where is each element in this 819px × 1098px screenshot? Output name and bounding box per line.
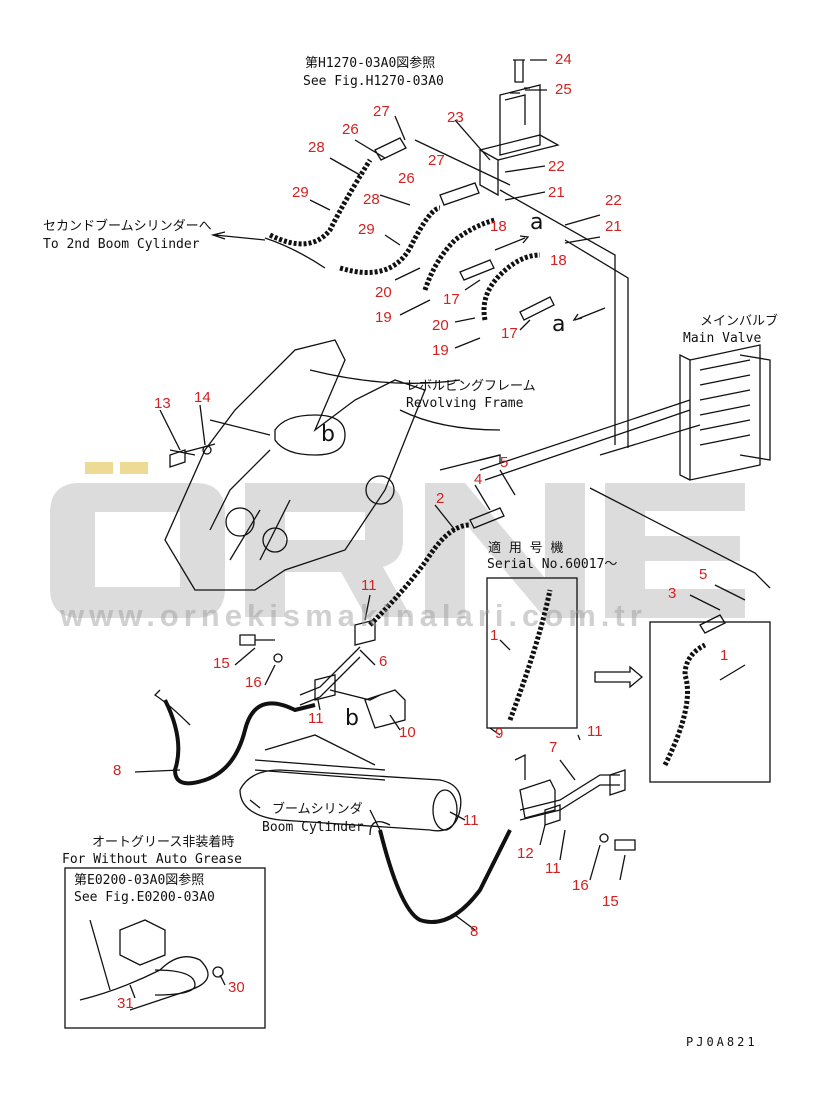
part-number-7: 7 (549, 739, 558, 756)
drawing-code: PJ0A821 (686, 1035, 758, 1049)
part-number-23: 23 (447, 109, 464, 126)
part-number-14: 14 (194, 389, 211, 406)
part-number-12: 12 (517, 845, 534, 862)
second-boom-label-en: To 2nd Boom Cylinder (43, 237, 200, 252)
part-number-17: 17 (501, 325, 518, 342)
arrow-letter-a-top: a (530, 210, 544, 235)
watermark-letters (50, 462, 745, 618)
ref-h1270-jp: 第H1270-03A0図参照 (305, 56, 436, 71)
serial-label-jp: 適 用 号 機 (488, 541, 564, 556)
part-number-26: 26 (342, 121, 359, 138)
part-number-26: 26 (398, 170, 415, 187)
part-number-19: 19 (375, 309, 392, 326)
part-number-24: 24 (555, 51, 572, 68)
part-number-22: 22 (548, 158, 565, 175)
part-number-22: 22 (605, 192, 622, 209)
part-number-11: 11 (545, 860, 561, 877)
arrow-letter-a-bottom: a (552, 312, 566, 337)
part-number-2: 2 (436, 490, 445, 507)
part-number-1: 1 (490, 627, 499, 644)
part-number-19: 19 (432, 342, 449, 359)
ref-e0200-en: See Fig.E0200-03A0 (74, 890, 215, 905)
ref-h1270-en: See Fig.H1270-03A0 (303, 74, 444, 89)
revolving-frame-label-jp: レボルビングフレーム (406, 379, 536, 394)
part-number-8: 8 (113, 762, 122, 779)
part-number-10: 10 (399, 724, 416, 741)
part-number-27: 27 (428, 152, 445, 169)
auto-grease-label-jp: オートグリース非装着時 (92, 835, 235, 850)
drawing-lines (64, 59, 771, 1029)
part-number-11: 11 (308, 710, 324, 727)
part-number-9: 9 (495, 725, 504, 742)
serial-label-en: Serial No.60017～ (487, 557, 618, 572)
part-number-20: 20 (432, 317, 449, 334)
part-number-20: 20 (375, 284, 392, 301)
part-number-11: 11 (361, 577, 377, 594)
part-number-3: 3 (668, 585, 677, 602)
second-boom-label-jp: セカンドブームシリンダーへ (43, 219, 212, 234)
part-number-18: 18 (490, 218, 507, 235)
part-number-18: 18 (550, 252, 567, 269)
part-number-21: 21 (548, 184, 565, 201)
part-number-28: 28 (308, 139, 325, 156)
auto-grease-label-en: For Without Auto Grease (62, 852, 243, 867)
main-valve-label-en: Main Valve (683, 331, 762, 346)
part-number-29: 29 (292, 184, 309, 201)
part-number-31: 31 (117, 995, 134, 1012)
boom-cylinder-label-jp: ブームシリンダ (272, 802, 363, 817)
part-number-30: 30 (228, 979, 245, 996)
part-number-5: 5 (500, 454, 509, 471)
part-number-25: 25 (555, 81, 572, 98)
part-number-6: 6 (379, 653, 388, 670)
part-number-13: 13 (154, 395, 171, 412)
boom-cylinder-label-en: Boom Cylinder (262, 820, 364, 835)
part-number-1: 1 (720, 647, 729, 664)
part-number-4: 4 (474, 471, 483, 488)
part-number-11: 11 (463, 812, 479, 829)
watermark-letter-o (50, 483, 225, 618)
part-number-8: 8 (470, 923, 479, 940)
main-valve-label-jp: メインバルブ (700, 314, 779, 329)
revolving-frame-label-en: Revolving Frame (406, 396, 524, 411)
part-number-11: 11 (587, 723, 603, 740)
part-number-17: 17 (443, 291, 460, 308)
arrow-letter-b-bracket: b (345, 706, 359, 731)
watermark-letter-e (605, 483, 745, 618)
watermark-letter-r (245, 483, 411, 617)
arrow-letter-b-frame: b (321, 422, 335, 447)
part-number-15: 15 (602, 893, 619, 910)
part-number-15: 15 (213, 655, 230, 672)
part-number-16: 16 (245, 674, 262, 691)
part-number-5: 5 (699, 566, 708, 583)
part-number-28: 28 (363, 191, 380, 208)
part-number-27: 27 (373, 103, 390, 120)
watermark-letter-n (425, 483, 585, 618)
ref-e0200-jp: 第E0200-03A0図参照 (74, 873, 205, 888)
part-number-21: 21 (605, 218, 622, 235)
part-number-16: 16 (572, 877, 589, 894)
part-number-29: 29 (358, 221, 375, 238)
